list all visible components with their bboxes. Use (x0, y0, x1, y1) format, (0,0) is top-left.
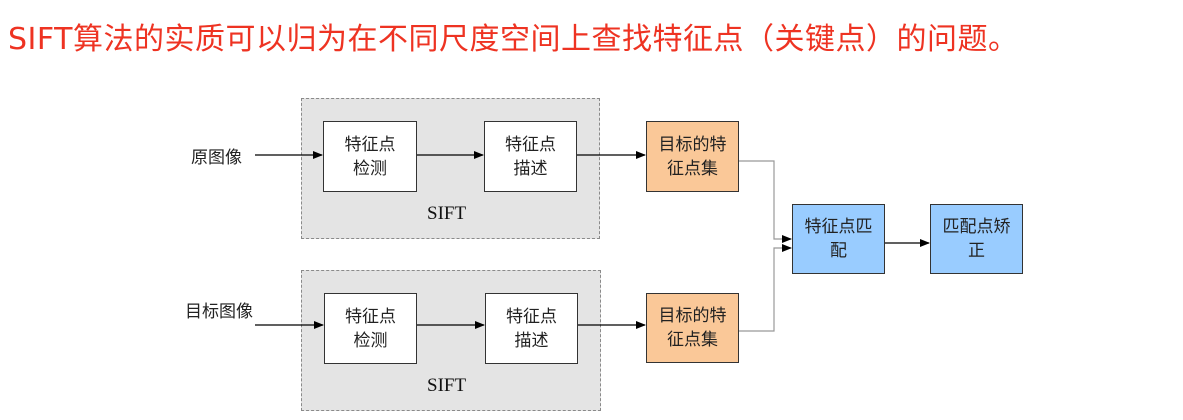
input-label-target-image: 目标图像 (185, 302, 253, 322)
connector-set1-to-matching (739, 160, 792, 243)
node-feature-set-1: 目标的特征点集 (646, 121, 739, 192)
sift-group-2-label: SIFT (427, 375, 467, 396)
node-describe-2: 特征点描述 (485, 293, 578, 364)
page-title: SIFT算法的实质可以归为在不同尺度空间上查找特征点（关键点）的问题。 (8, 22, 1019, 57)
node-detect-1: 特征点检测 (323, 121, 417, 192)
node-detect-2-label: 特征点检测 (345, 306, 396, 351)
input-label-original-image: 原图像 (191, 148, 242, 168)
node-describe-1: 特征点描述 (484, 121, 577, 192)
node-describe-1-label: 特征点描述 (505, 134, 556, 179)
node-detect-1-label: 特征点检测 (344, 134, 396, 179)
node-correction-label: 匹配点矫正 (942, 217, 1011, 261)
node-detect-2: 特征点检测 (324, 293, 417, 364)
node-correction: 匹配点矫正 (930, 204, 1023, 274)
node-matching-label: 特征点匹配 (804, 217, 873, 261)
node-feature-set-2: 目标的特征点集 (646, 293, 739, 363)
sift-group-1-label: SIFT (427, 203, 467, 224)
node-describe-2-label: 特征点描述 (506, 306, 557, 351)
node-matching: 特征点匹配 (792, 204, 885, 274)
node-feature-set-1-label: 目标的特征点集 (658, 134, 727, 179)
node-feature-set-2-label: 目标的特征点集 (658, 306, 727, 350)
connector-set2-to-matching (739, 244, 792, 332)
